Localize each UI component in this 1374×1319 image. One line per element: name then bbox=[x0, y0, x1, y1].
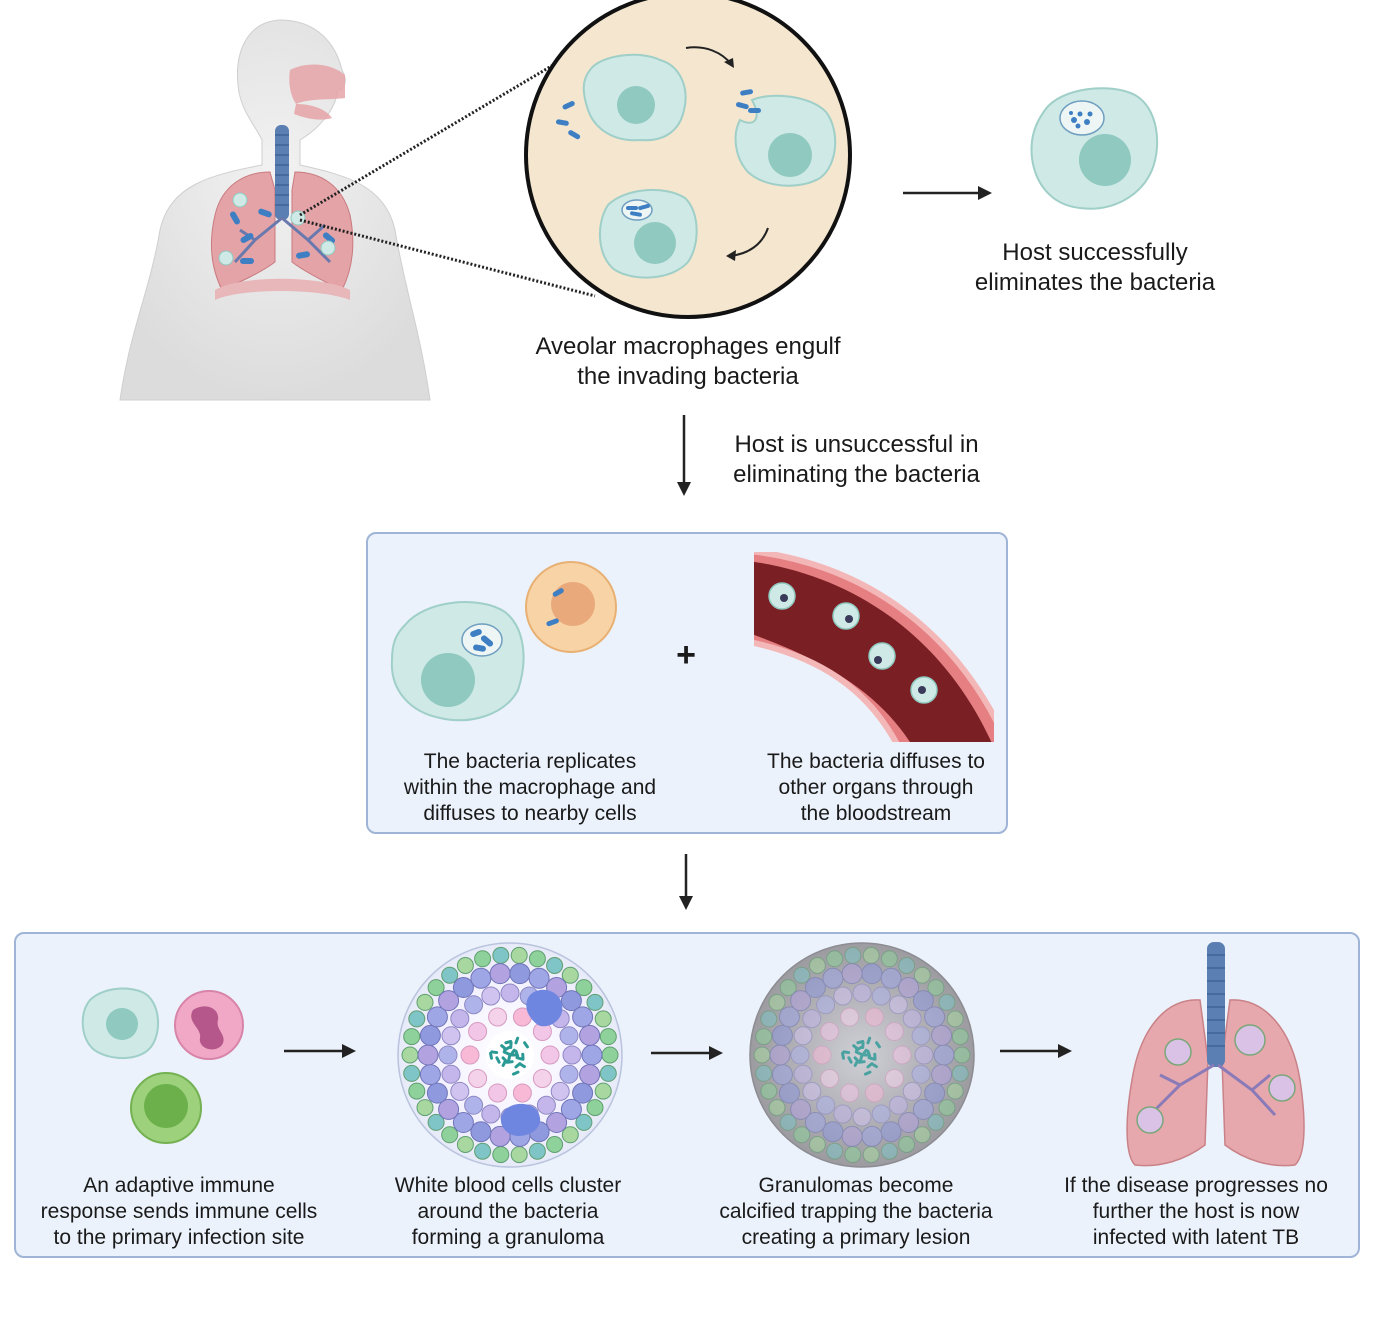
macrophage-cell-3 bbox=[598, 188, 698, 279]
macrophage-cell-2 bbox=[734, 94, 837, 187]
success-caption: Host successfully eliminates the bacteri… bbox=[974, 239, 1216, 296]
right-lung bbox=[291, 171, 354, 291]
granuloma-bacteria-core bbox=[489, 1036, 529, 1076]
plus-sign: + bbox=[676, 636, 696, 674]
oral-cavity bbox=[294, 104, 332, 120]
zoom-line-top bbox=[299, 56, 566, 217]
diffuse-caption: The bacteria diffuses to other organs th… bbox=[767, 750, 985, 825]
step2-caption: White blood cells cluster around the bac… bbox=[394, 1174, 622, 1249]
replicate-caption: The bacteria replicates within the macro… bbox=[403, 750, 657, 825]
macrophage-cell-1 bbox=[582, 53, 687, 142]
fail-caption: Host is unsuccessful in eliminating the … bbox=[733, 431, 980, 488]
calcified-cell-rings bbox=[753, 946, 971, 1164]
zoom-line-bottom bbox=[299, 218, 596, 298]
calcified-bacteria-core bbox=[841, 1036, 881, 1076]
nasal-cavity bbox=[289, 64, 345, 104]
diaphragm bbox=[215, 278, 350, 300]
granuloma-cell-rings bbox=[401, 946, 619, 1164]
step3-caption: Granulomas become calcified trapping the… bbox=[719, 1174, 993, 1249]
step4-caption: If the disease progresses no further the… bbox=[1064, 1174, 1328, 1249]
trachea bbox=[275, 125, 289, 220]
step1-caption: An adaptive immune response sends immune… bbox=[40, 1174, 318, 1249]
engulf-caption: Aveolar macrophages engulf the invading … bbox=[535, 333, 841, 390]
